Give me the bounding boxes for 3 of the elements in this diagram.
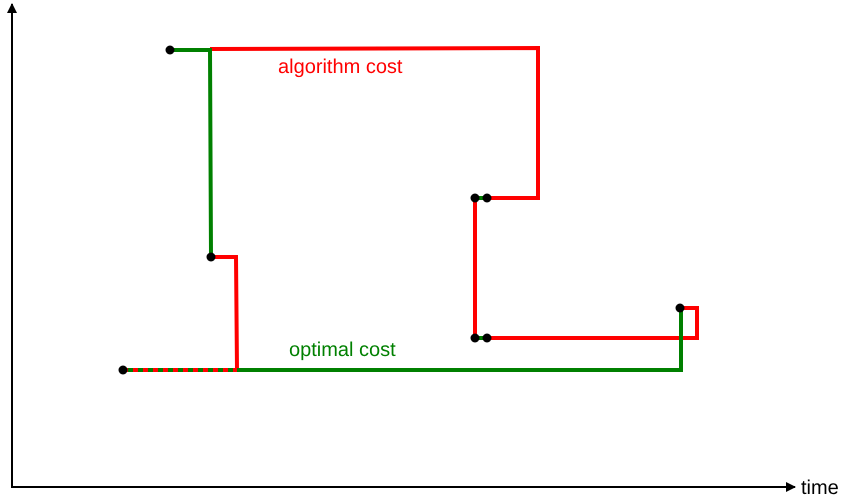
curve-label: algorithm cost bbox=[278, 55, 402, 79]
curve-label: optimal cost bbox=[289, 338, 396, 362]
axis-label: time bbox=[801, 476, 839, 499]
